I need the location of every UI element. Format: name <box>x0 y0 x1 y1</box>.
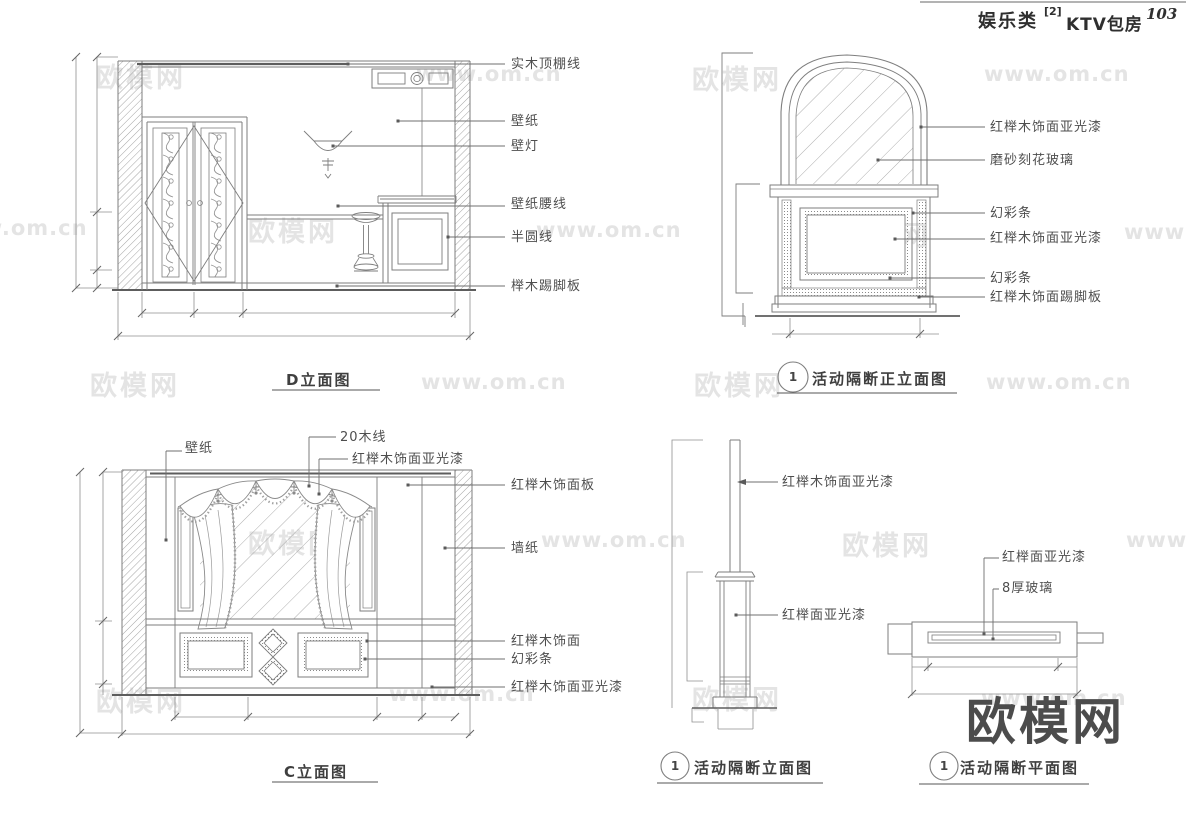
material-label: 红榉木饰面亚光漆 <box>511 680 624 695</box>
partition-side-title: 活动隔断立面图 <box>694 759 814 777</box>
detail-number-circle <box>929 751 959 781</box>
watermark-url: www.om.cn <box>1126 528 1186 552</box>
watermark-logo: 欧模网 <box>90 371 180 402</box>
partition-front-drawing <box>721 52 985 394</box>
material-label: 红榉木饰面 <box>511 634 582 649</box>
watermark-url: www.om.cn <box>1124 220 1186 244</box>
dimension-ticks <box>71 52 1082 739</box>
material-label: 红榉面亚光漆 <box>1002 550 1087 565</box>
sheet-volume: [2] <box>1044 5 1062 18</box>
watermark-logo-large: 欧模网 <box>966 693 1125 751</box>
partition-plan-title: 活动隔断平面图 <box>960 759 1080 777</box>
watermark-logo: 欧模网 <box>842 531 932 562</box>
material-label: 墙纸 <box>511 541 540 556</box>
sheet-title: KTV包房 <box>1066 15 1143 35</box>
d-elevation-drawing <box>75 56 505 391</box>
watermark-url: www.om.cn <box>541 528 687 552</box>
material-label: 红榉木饰面亚光漆 <box>782 475 895 490</box>
watermark-url: www.om.cn <box>421 370 567 394</box>
material-label: 壁灯 <box>511 139 540 154</box>
sheet-page-number: 103 <box>1146 5 1178 23</box>
partition-front-title: 活动隔断正立面图 <box>812 370 949 388</box>
watermark-logo: 欧模网 <box>692 685 782 716</box>
material-label: 8厚玻璃 <box>1002 581 1054 596</box>
watermark-url: www.om.cn <box>0 216 88 240</box>
material-label: 红榉木饰面亚光漆 <box>990 120 1103 135</box>
material-label: 幻彩条 <box>511 652 554 667</box>
watermark-url: www.om.cn <box>416 62 562 86</box>
watermark-url: www.om.cn <box>536 218 682 242</box>
d-elevation-title: D立面图 <box>286 371 352 389</box>
watermark-logo: 欧模网 <box>694 371 784 402</box>
material-label: 实木顶棚线 <box>511 57 582 72</box>
material-label: 红榉木饰面亚光漆 <box>352 452 465 467</box>
material-label: 红榉木饰面踢脚板 <box>990 290 1103 305</box>
material-label: 红榉木饰面板 <box>511 478 596 493</box>
material-label: 幻彩条 <box>990 206 1033 221</box>
material-label: 榉木踢脚板 <box>511 279 582 294</box>
material-label: 壁纸腰线 <box>511 197 568 212</box>
material-label: 红榉木饰面亚光漆 <box>990 231 1103 246</box>
c-elevation-drawing <box>79 436 505 783</box>
watermark-url: www.om.cn <box>984 62 1130 86</box>
detail-number-badge: 1 <box>939 759 949 773</box>
c-elevation-title: C立面图 <box>284 763 349 781</box>
watermark-logo: 欧模网 <box>248 217 338 248</box>
sheet-category: 娱乐类 <box>978 11 1038 32</box>
material-label: 半圆线 <box>511 230 554 245</box>
watermark-url: www.om.cn <box>981 686 1127 710</box>
partition-plan-drawing <box>887 557 1104 785</box>
detail-number-badge: 1 <box>788 370 798 384</box>
partition-side-drawing <box>657 439 823 784</box>
watermark-url: www.om.cn <box>986 370 1132 394</box>
material-label: 红榉面亚光漆 <box>782 608 867 623</box>
watermark-logo: 欧模网 <box>692 65 782 96</box>
material-label: 幻彩条 <box>990 271 1033 286</box>
material-label: 磨砂刻花玻璃 <box>990 153 1075 168</box>
detail-number-badge: 1 <box>670 759 680 773</box>
material-label: 壁纸 <box>185 441 214 456</box>
detail-number-circle <box>777 361 809 393</box>
detail-number-circle <box>660 751 690 781</box>
material-label: 壁纸 <box>511 114 540 129</box>
material-label: 20木线 <box>340 430 387 445</box>
